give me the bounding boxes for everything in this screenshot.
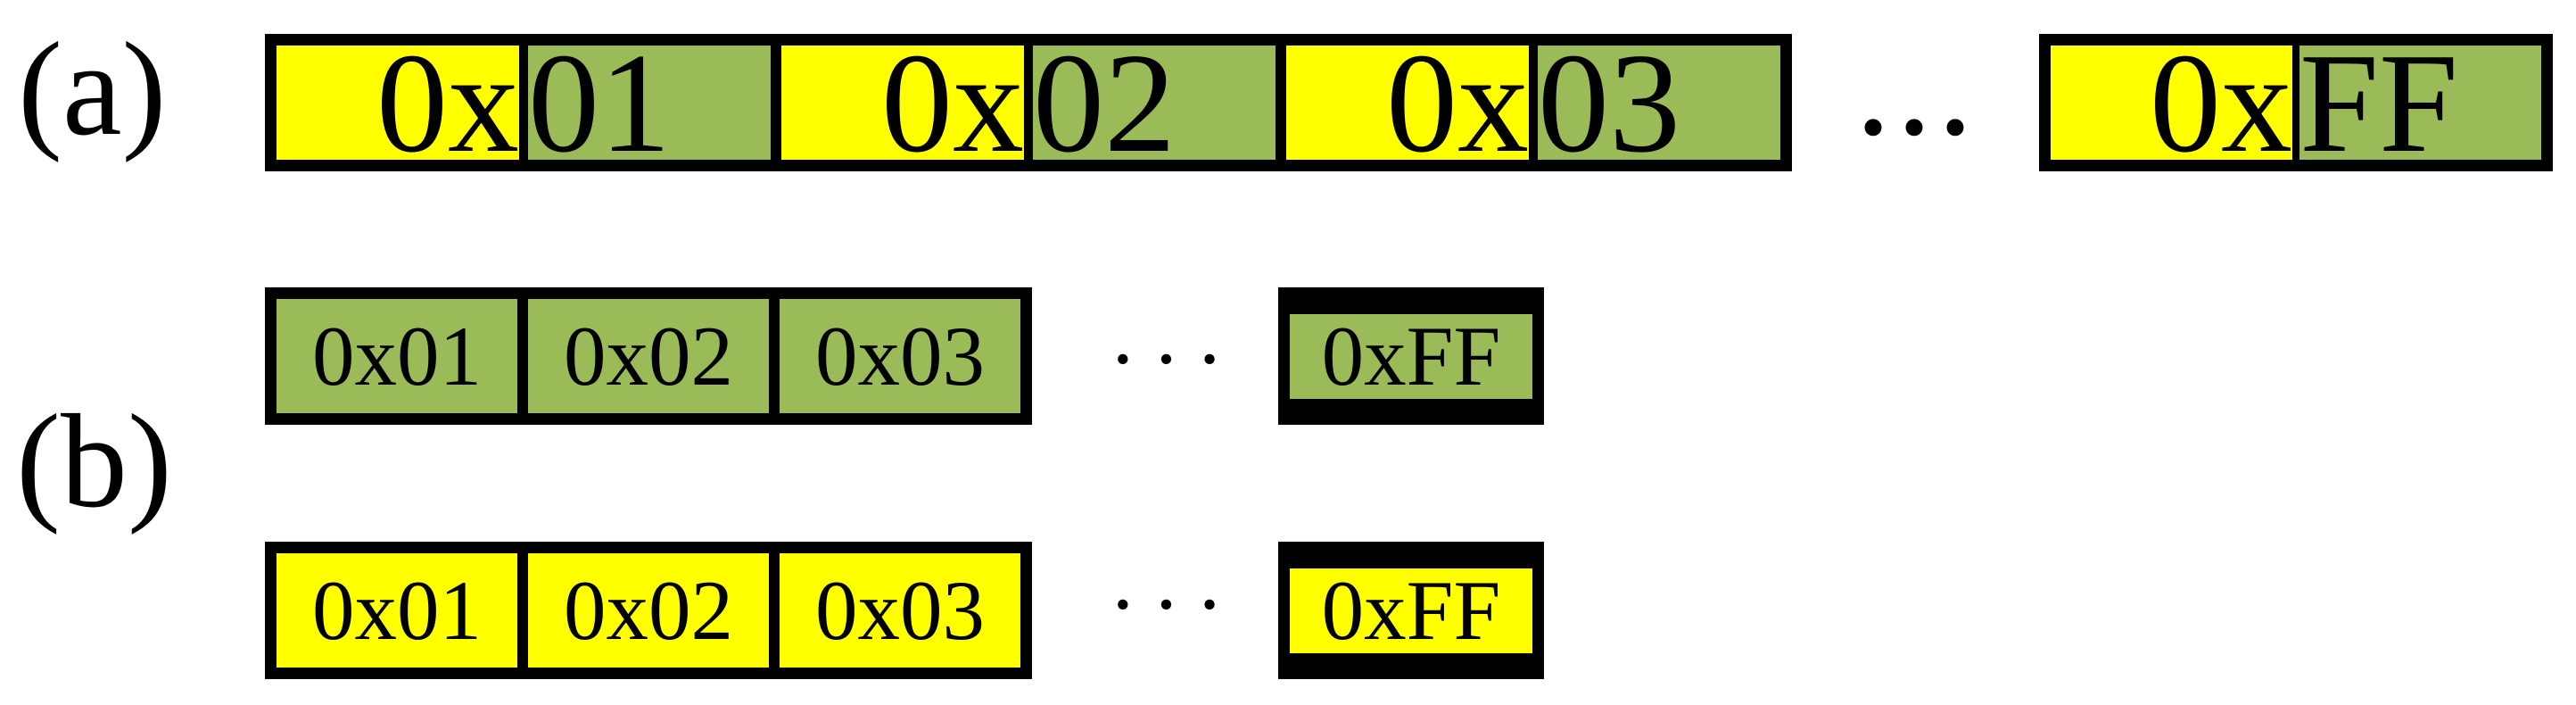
byte-value-segment: 03: [1538, 31, 1780, 174]
row-b-yellow-last-byte-cell: 0xFF: [1278, 542, 1544, 679]
byte-prefix-text: 0x: [881, 23, 1024, 182]
byte-cell: 0x02: [517, 553, 769, 668]
byte-prefix-text: 0x: [1386, 23, 1529, 182]
byte-prefix-text: 0x: [376, 23, 519, 182]
byte-cell: 0x01: [277, 299, 517, 413]
ellipsis-row-a: ...: [1855, 6, 1978, 165]
byte-value-text: 01: [528, 23, 671, 182]
row-a-byte-stream: 0x 01 0x 02 0x 03: [265, 31, 1792, 174]
figure-label-a: (a): [18, 15, 167, 163]
figure-label-b: (b): [16, 387, 172, 535]
byte-value-text: FF: [2299, 23, 2458, 182]
row-b-green-last-byte-cell: 0xFF: [1278, 287, 1544, 425]
byte-cell: 0xFF: [1290, 568, 1532, 653]
byte-value-segment: 01: [528, 31, 771, 174]
ellipsis-row-b-green: ···: [1109, 311, 1239, 406]
byte-cell: 0x FF: [2051, 31, 2541, 174]
byte-cell: 0x02: [517, 299, 769, 413]
byte-cell: 0x 01: [277, 31, 771, 174]
byte-prefix-segment: 0x: [781, 31, 1033, 174]
byte-value-text: 02: [1033, 23, 1176, 182]
byte-cell: 0x 02: [771, 31, 1276, 174]
row-b-green-byte-strip: 0x01 0x02 0x03: [265, 287, 1032, 425]
byte-cell: 0x03: [769, 299, 1020, 413]
byte-cell: 0x03: [769, 553, 1020, 668]
byte-value-text: 03: [1538, 23, 1680, 182]
byte-prefix-segment: 0x: [277, 31, 528, 174]
byte-prefix-segment: 0x: [1286, 31, 1538, 174]
byte-cell: 0x01: [277, 553, 517, 668]
row-a-last-byte-cell: 0x FF: [2039, 31, 2553, 174]
byte-cell: 0xFF: [1290, 313, 1532, 399]
row-b-yellow-byte-strip: 0x01 0x02 0x03: [265, 542, 1032, 679]
byte-value-segment: FF: [2299, 31, 2541, 174]
byte-prefix-segment: 0x: [2051, 31, 2299, 174]
byte-cell: 0x 03: [1276, 31, 1780, 174]
byte-value-segment: 02: [1033, 31, 1276, 174]
ellipsis-row-b-yellow: ···: [1109, 557, 1239, 651]
byte-prefix-text: 0x: [2150, 23, 2292, 182]
